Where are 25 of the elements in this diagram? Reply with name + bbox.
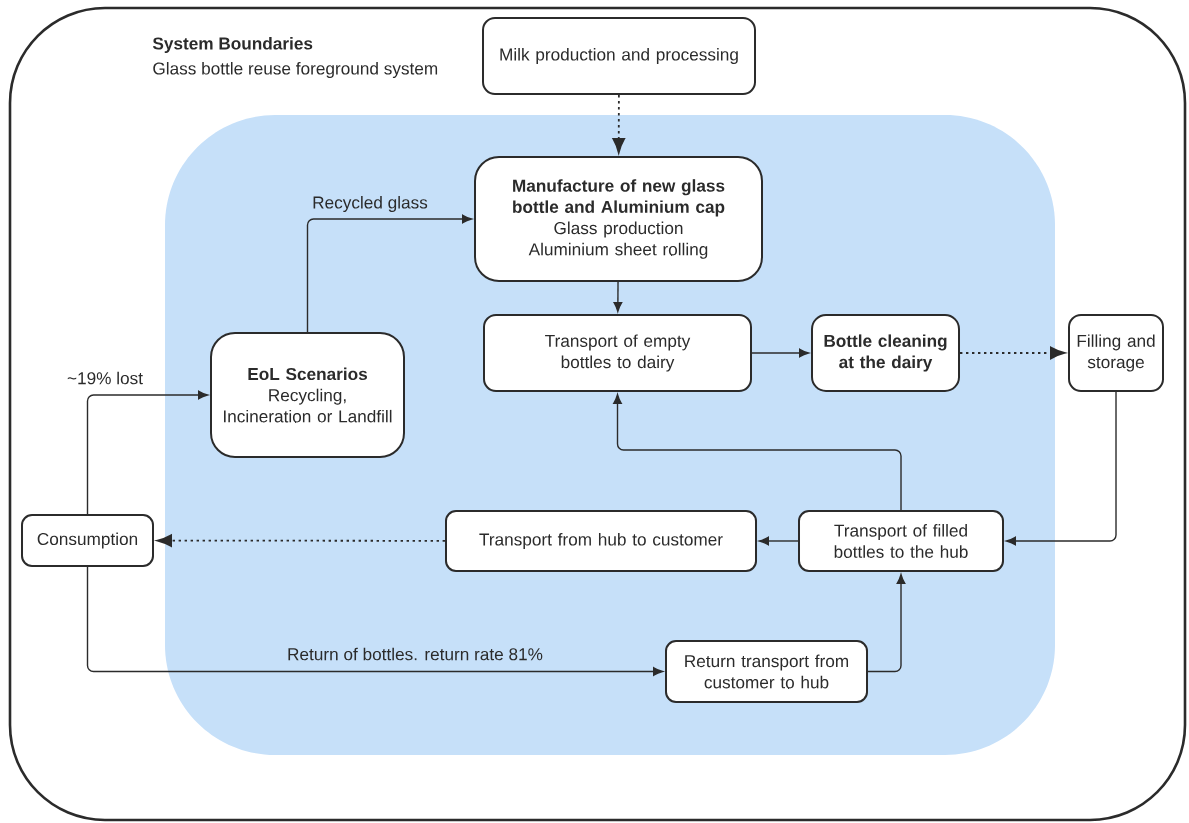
arrow bbox=[613, 281, 623, 313]
edge-label: Recycled glass bbox=[313, 196, 428, 212]
arrow bbox=[1005, 391, 1117, 546]
process-box: Return transport from customer to hub bbox=[665, 640, 868, 703]
edge-label: ~19% lost bbox=[67, 371, 143, 385]
arrow bbox=[86, 566, 664, 676]
process-box: Consumption bbox=[21, 514, 154, 567]
process-box: Transport of filled bottles to the hub bbox=[798, 510, 1004, 572]
arrow bbox=[156, 534, 446, 547]
arrow bbox=[867, 573, 906, 673]
arrow bbox=[959, 346, 1066, 360]
edge-label: Return of bottles. return rate 81% bbox=[288, 647, 543, 661]
process-box: Milk production and processing bbox=[482, 17, 756, 95]
arrow bbox=[86, 390, 209, 515]
process-box: Transport of empty bottles to dairy bbox=[483, 314, 752, 392]
process-box: EoL Scenarios Recycling, Incineration or Landfill bbox=[210, 332, 405, 458]
process-box: Bottle cleaning at the dairy bbox=[811, 314, 960, 392]
arrow bbox=[751, 348, 810, 358]
arrow bbox=[306, 214, 473, 333]
arrow bbox=[758, 536, 799, 546]
arrow bbox=[612, 94, 626, 154]
process-box: Manufacture of new glass bottle and Aluminium cap Glass production Aluminium sheet rolling bbox=[474, 156, 763, 282]
process-box: Transport from hub to customer bbox=[445, 510, 757, 572]
process-box: Filling and storage bbox=[1068, 314, 1164, 392]
arrow bbox=[613, 393, 902, 511]
